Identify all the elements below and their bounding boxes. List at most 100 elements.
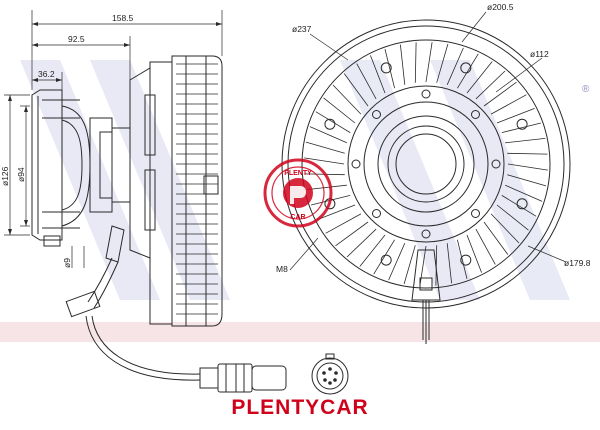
bottom-lug <box>411 249 441 301</box>
radial-fin <box>446 243 452 284</box>
radial-fin <box>388 243 406 281</box>
dim-shaft-dia: ø9 <box>62 258 72 268</box>
bolt-hole <box>380 62 392 74</box>
bolt-hole <box>372 209 381 218</box>
radial-fin <box>346 228 377 258</box>
radial-fin <box>496 204 529 231</box>
dim-ring-diameter: ø200.5 <box>487 2 514 12</box>
radial-fin <box>505 184 543 202</box>
connector-face <box>311 357 349 395</box>
fin-lines <box>176 63 218 315</box>
bolt-hole <box>372 110 381 119</box>
radial-fin <box>384 49 395 89</box>
sensor-housing <box>105 225 125 263</box>
radial-fin <box>332 84 362 115</box>
bolt-hole <box>421 229 431 239</box>
radial-fin <box>323 97 356 124</box>
sensor-cable <box>85 315 201 381</box>
radial-fin <box>414 42 417 83</box>
radial-fin <box>315 111 351 133</box>
radial-fin <box>501 122 541 133</box>
connector-body <box>217 363 253 393</box>
bolt-hole <box>491 159 501 169</box>
radial-fin <box>425 42 433 83</box>
radial-fin <box>505 138 546 144</box>
radial-fin <box>359 234 386 267</box>
radial-fin <box>335 221 369 247</box>
radial-fin <box>343 73 369 107</box>
side-bolt <box>203 175 219 195</box>
radial-fin <box>483 81 517 107</box>
radial-fin <box>501 195 537 217</box>
front-leaders <box>289 11 567 271</box>
radial-fin <box>317 204 356 220</box>
brand-name: PLENTYCAR <box>231 396 369 419</box>
radial-fin <box>370 55 386 94</box>
bolt-hole <box>460 254 472 266</box>
sensor-plug <box>65 290 101 318</box>
radial-fin <box>475 228 496 265</box>
front-stud <box>43 235 61 247</box>
front-view <box>281 19 571 344</box>
side-view <box>31 55 349 395</box>
radial-fin <box>419 245 427 286</box>
radial-fin <box>309 126 347 144</box>
bolt-hole <box>471 209 480 218</box>
radial-fin <box>466 61 493 94</box>
brand-title: PLENTYCAR <box>0 396 600 420</box>
radial-fin <box>490 94 527 115</box>
dim-outer-dia-small: ø126 <box>0 166 10 186</box>
radial-fin <box>457 53 479 89</box>
connector-sleeve <box>199 367 219 389</box>
radial-fin <box>475 70 506 100</box>
bolt-hole <box>516 118 528 130</box>
dimension-arrows <box>8 22 222 235</box>
outer-rim <box>281 19 571 309</box>
dim-hub-length: 36.2 <box>38 69 55 79</box>
bolt-hole <box>471 110 480 119</box>
radial-fin <box>325 213 362 234</box>
dim-mid-length: 92.5 <box>68 34 85 44</box>
radial-fin <box>304 157 345 165</box>
radial-fin <box>483 221 509 255</box>
dim-overall-length: 158.5 <box>112 13 134 23</box>
dim-hub-dia: ø94 <box>16 167 26 182</box>
radial-fin <box>403 245 416 285</box>
dimension-labels: 158.5 92.5 36.2 ø126 ø94 ø9 ø237 ø200.5 … <box>0 2 591 274</box>
radial-fin <box>507 152 548 155</box>
dim-center-diameter: ø112 <box>530 49 549 59</box>
fin-ring <box>301 39 551 289</box>
seal-top-text: PLENTY <box>284 170 312 177</box>
hub-ring <box>363 101 489 227</box>
center-bore <box>387 125 465 203</box>
radial-fin <box>507 163 548 171</box>
side-dimensions <box>4 10 223 268</box>
radial-fin <box>490 213 520 244</box>
radial-fin <box>373 239 395 275</box>
radial-fin <box>356 63 377 100</box>
radial-fin <box>457 239 468 279</box>
radial-fin <box>446 47 464 85</box>
bolt-hole <box>380 254 392 266</box>
radial-fin <box>496 108 535 124</box>
dim-outer-diameter: ø237 <box>292 24 312 34</box>
bolt-holes <box>324 62 528 266</box>
plentycar-seal: PLENTY CAR <box>263 158 333 228</box>
radial-fin <box>305 141 345 154</box>
connector-pins <box>322 367 338 385</box>
inner-ring <box>347 85 505 243</box>
connector-plug <box>251 365 287 391</box>
cooling-fins <box>171 55 223 327</box>
front-flange <box>31 89 63 241</box>
radial-fin <box>306 184 347 190</box>
clutch-body <box>149 61 173 325</box>
dim-bolt-circle: ø179.8 <box>564 258 591 268</box>
bolt-hole <box>351 159 361 169</box>
radial-fin <box>466 234 482 273</box>
radial-fin <box>507 174 547 187</box>
dim-thread: M8 <box>276 264 288 274</box>
radial-fin <box>436 43 449 83</box>
radial-fins <box>304 42 548 286</box>
seal-bottom-text: CAR <box>290 214 305 221</box>
